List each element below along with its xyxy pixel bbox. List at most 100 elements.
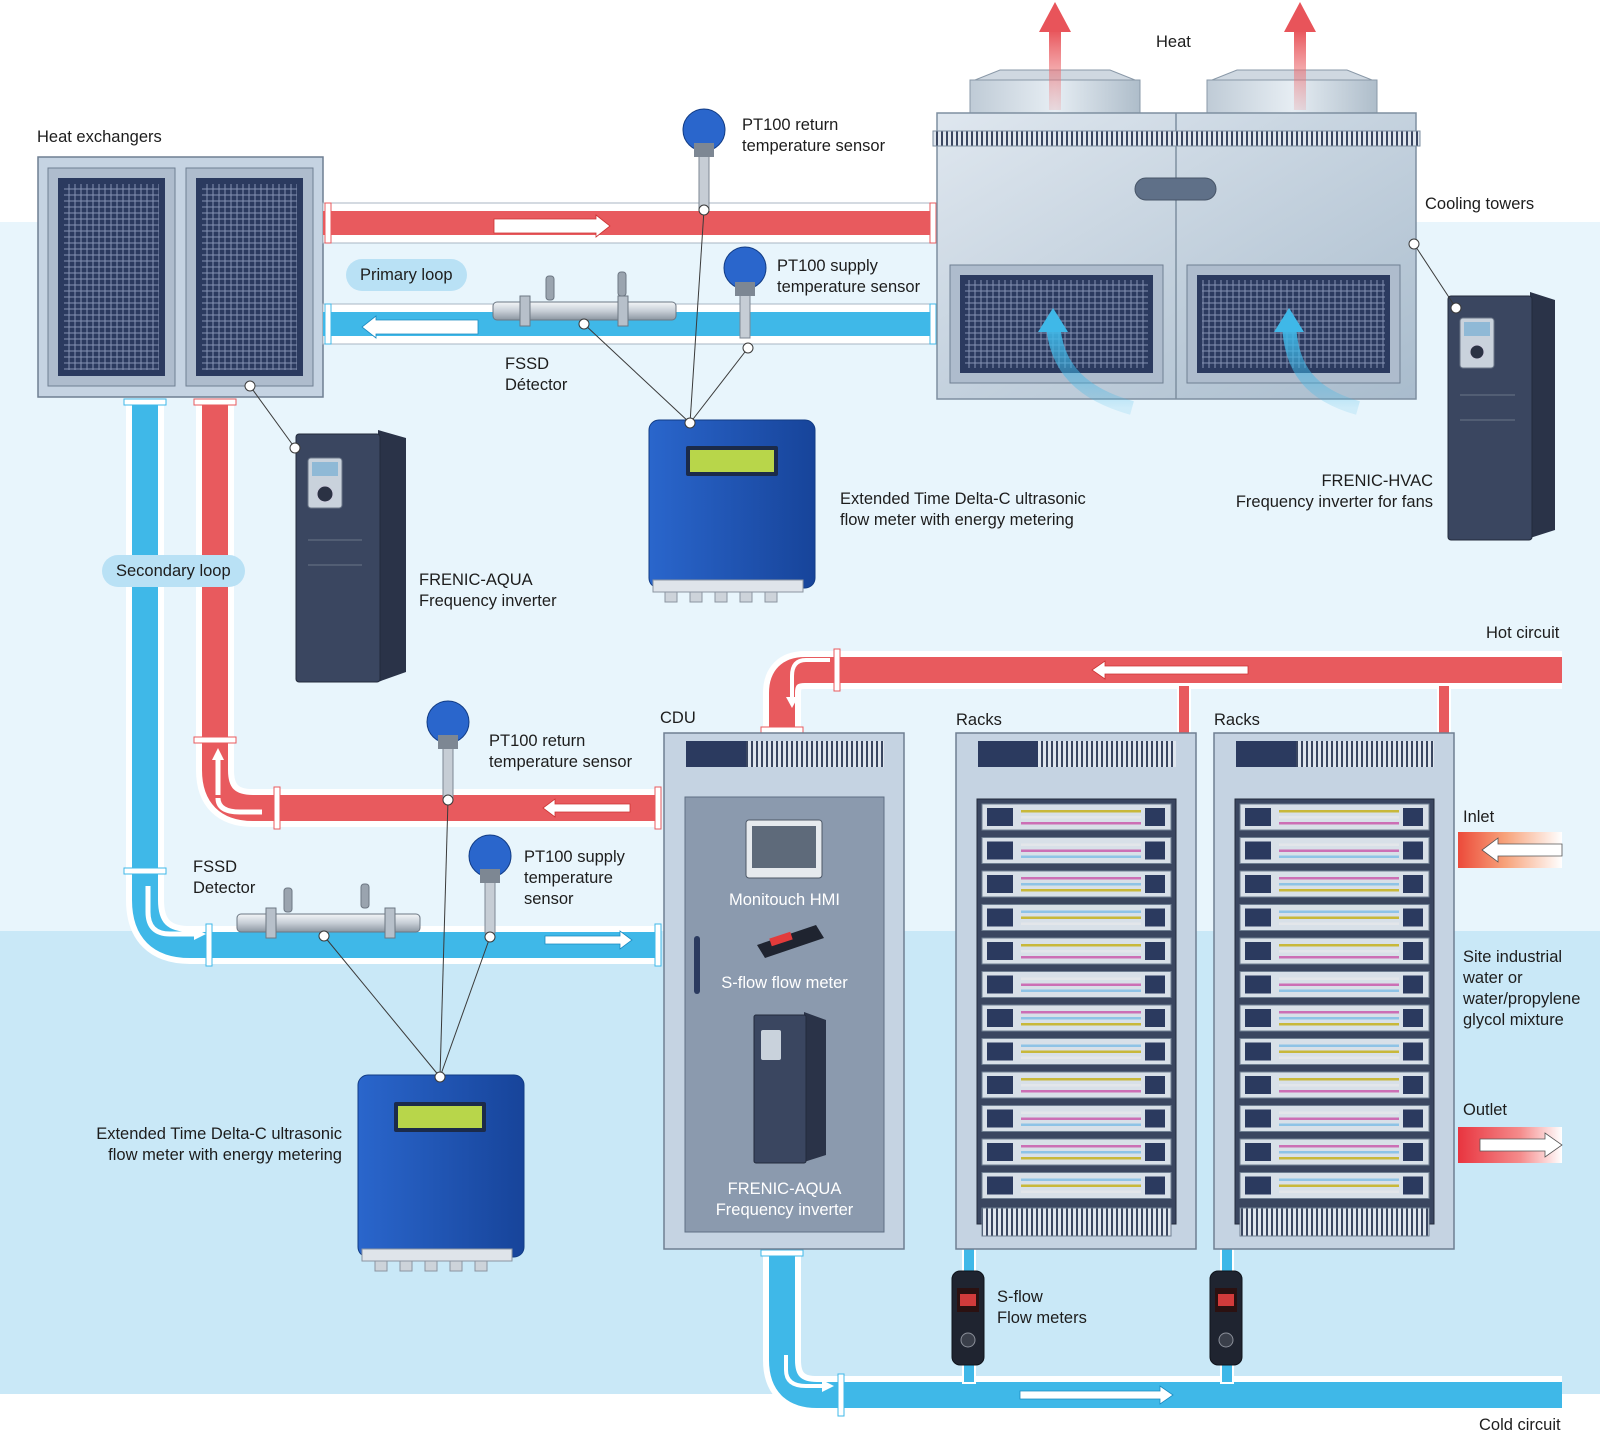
server-stripe bbox=[1021, 1011, 1141, 1014]
server-port bbox=[1403, 1109, 1423, 1128]
server-stripe bbox=[1021, 977, 1141, 980]
server-stripe bbox=[1279, 1078, 1399, 1081]
server-vent bbox=[1245, 1076, 1271, 1094]
server-port bbox=[1145, 1143, 1165, 1161]
heat-exchangers bbox=[37, 156, 324, 398]
server-vent bbox=[1245, 1109, 1271, 1128]
server-stripe bbox=[1279, 950, 1399, 953]
server-stripe bbox=[1279, 1023, 1399, 1026]
server-stripe bbox=[1021, 855, 1141, 858]
outlet-arrow bbox=[1458, 1127, 1563, 1163]
server-vent bbox=[987, 808, 1013, 826]
server-port bbox=[1403, 1009, 1423, 1027]
server-stripe bbox=[1279, 810, 1399, 813]
server-port bbox=[1145, 841, 1165, 860]
server-stripe bbox=[1279, 822, 1399, 825]
monitouch-hmi-label: Monitouch HMI bbox=[729, 891, 840, 909]
server-stripe bbox=[1021, 916, 1141, 919]
server-port bbox=[1145, 1109, 1165, 1128]
server-vent bbox=[987, 1042, 1013, 1061]
server-stripe bbox=[1279, 989, 1399, 992]
server-stripe bbox=[1021, 1078, 1141, 1081]
server-stripe bbox=[1021, 944, 1141, 947]
server-stripe bbox=[1021, 1111, 1141, 1114]
server-stripe bbox=[1021, 883, 1141, 886]
server-stripe bbox=[1021, 1117, 1141, 1120]
server-stripe bbox=[1021, 1157, 1141, 1160]
server-stripe bbox=[1021, 1044, 1141, 1047]
secondary-cold-pipe bbox=[123, 398, 662, 967]
server-stripe bbox=[1021, 1084, 1141, 1087]
sflow-flow-meter-label: S-flow flow meter bbox=[721, 974, 848, 992]
pt100-supply-sensor-top bbox=[723, 246, 767, 339]
server-stripe bbox=[1021, 1123, 1141, 1126]
server-stripe bbox=[1279, 956, 1399, 959]
primary-hot-pipe bbox=[322, 202, 938, 244]
server-vent bbox=[987, 1076, 1013, 1094]
pt100-return-sensor-mid bbox=[426, 700, 470, 800]
server-port bbox=[1403, 1042, 1423, 1061]
inlet-arrow bbox=[1458, 832, 1563, 868]
inlet-label: Inlet bbox=[1463, 808, 1495, 826]
secondary-hot-pipe bbox=[193, 398, 662, 830]
server-stripe bbox=[1279, 977, 1399, 980]
server-vent bbox=[1245, 1176, 1271, 1195]
server-stripe bbox=[1279, 910, 1399, 913]
server-stripe bbox=[1021, 956, 1141, 959]
cooling-towers bbox=[932, 69, 1421, 415]
server-stripe bbox=[1279, 816, 1399, 819]
server-stripe bbox=[1021, 1190, 1141, 1193]
server-stripe bbox=[1279, 1145, 1399, 1148]
server-port bbox=[1145, 875, 1165, 893]
racks-1-label: Racks bbox=[956, 711, 1002, 729]
frenic-hvac-inverter bbox=[1447, 292, 1555, 541]
server-stripe bbox=[1279, 1184, 1399, 1187]
server-stripe bbox=[1279, 889, 1399, 892]
server-port bbox=[1403, 808, 1423, 826]
ultrasonic-flowmeter-top bbox=[648, 419, 816, 603]
server-port bbox=[1403, 942, 1423, 960]
server-vent bbox=[987, 975, 1013, 994]
server-stripe bbox=[1279, 843, 1399, 846]
heat-exchangers-label: Heat exchangers bbox=[37, 128, 162, 146]
server-stripe bbox=[1279, 1056, 1399, 1059]
rack-bottom-vent bbox=[981, 1207, 1172, 1237]
server-vent bbox=[1245, 1143, 1271, 1161]
server-vent bbox=[1245, 908, 1271, 927]
server-vent bbox=[987, 908, 1013, 927]
server-stripe bbox=[1021, 1184, 1141, 1187]
server-stripe bbox=[1279, 1044, 1399, 1047]
server-stripe bbox=[1021, 816, 1141, 819]
server-stripe bbox=[1021, 950, 1141, 953]
ultrasonic-flowmeter-bottom bbox=[357, 1074, 525, 1272]
server-stripe bbox=[1021, 1090, 1141, 1093]
server-stripe bbox=[1021, 1178, 1141, 1181]
cold-circuit-label: Cold circuit bbox=[1479, 1416, 1561, 1434]
heat-arrows bbox=[1039, 2, 1316, 110]
server-stripe bbox=[1021, 843, 1141, 846]
server-stripe bbox=[1021, 989, 1141, 992]
pt100-supply-sensor-mid bbox=[468, 834, 512, 934]
primary-loop-badge: Primary loop bbox=[346, 259, 467, 291]
server-stripe bbox=[1279, 1151, 1399, 1154]
server-port bbox=[1145, 942, 1165, 960]
server-stripe bbox=[1279, 877, 1399, 880]
server-stripe bbox=[1279, 944, 1399, 947]
frenic-aqua-inverter-left bbox=[295, 430, 406, 683]
server-stripe bbox=[1021, 1151, 1141, 1154]
server-stripe bbox=[1021, 1050, 1141, 1053]
server-vent bbox=[1245, 875, 1271, 893]
server-port bbox=[1145, 808, 1165, 826]
server-stripe bbox=[1021, 910, 1141, 913]
server-vent bbox=[1245, 942, 1271, 960]
cdu-cabinet bbox=[663, 732, 905, 1250]
